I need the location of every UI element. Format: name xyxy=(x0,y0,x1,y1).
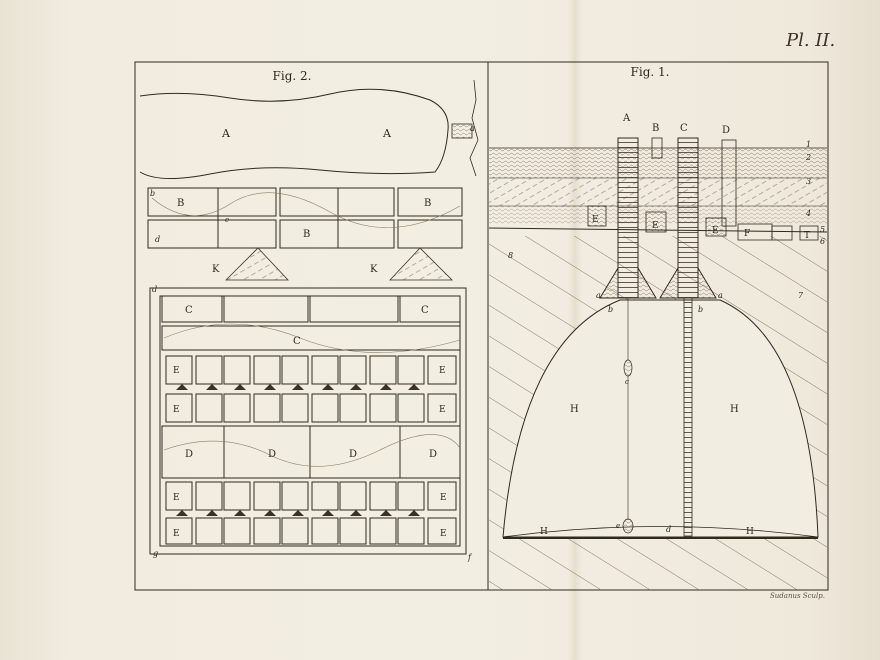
shafts xyxy=(599,137,737,537)
diagram-label: F xyxy=(744,229,750,239)
diagram-label: C xyxy=(680,123,688,134)
diagram-label: b xyxy=(608,305,613,314)
diagram-label: E xyxy=(652,221,659,231)
salt-works-layout xyxy=(149,287,467,555)
diagram-label: E xyxy=(173,405,180,415)
diagram-label: a xyxy=(596,291,601,300)
mine-chamber-h xyxy=(502,299,819,538)
diagram-label: D xyxy=(185,449,193,460)
diagram-label: E xyxy=(173,493,180,503)
diagram-label: a xyxy=(470,124,475,133)
stratum-soil xyxy=(489,148,827,178)
diagram-label: E xyxy=(592,215,599,225)
diagram-label: D xyxy=(429,449,437,460)
diagram-label: B xyxy=(424,198,431,209)
salt-heap-1 xyxy=(225,247,289,281)
diagram-label: K xyxy=(370,264,378,275)
stratum-clay xyxy=(489,178,827,206)
diagram-label: E xyxy=(173,366,180,376)
diagram-label: A xyxy=(382,127,392,140)
diagram-label: c xyxy=(625,378,629,386)
diagram-label: H xyxy=(730,404,739,415)
diagram-label: 3 xyxy=(806,177,811,186)
diagram-label: g xyxy=(153,549,158,558)
diagram-label: H xyxy=(570,404,579,415)
diagram-label: E xyxy=(440,529,447,539)
diagram-label: A xyxy=(221,127,231,140)
fig1-title: Fig. 1. xyxy=(631,65,670,79)
diagram-label: H xyxy=(540,527,548,537)
diagram-label: 4 xyxy=(805,209,811,218)
diagram-label: 8 xyxy=(508,251,513,260)
diagram-label: C xyxy=(293,336,301,347)
gallery xyxy=(587,205,819,241)
engraver-credit: Sudanus Sculp. xyxy=(770,592,825,600)
diagram-label: E xyxy=(439,405,446,415)
diagram-label: b xyxy=(698,305,703,314)
diagram-label: A xyxy=(622,113,631,124)
diagram-label: T xyxy=(804,231,810,241)
sluice-gate xyxy=(451,123,473,139)
pans-b xyxy=(147,187,463,249)
diagram-label: d xyxy=(152,285,157,294)
plate-number: Pl. II. xyxy=(786,30,836,51)
fig2-title: Fig. 2. xyxy=(273,69,312,83)
diagram-label: B xyxy=(177,198,184,209)
small-salt-heaps xyxy=(176,384,420,516)
reservoir-a xyxy=(139,88,449,180)
diagram-label: b xyxy=(150,189,155,198)
diagram-label: B xyxy=(652,123,659,134)
diagram-label: B xyxy=(303,229,310,240)
diagram-label: 1 xyxy=(806,140,811,149)
diagram-label: 5 xyxy=(820,225,825,234)
diagram-label: d xyxy=(666,525,671,534)
diagram-label: f xyxy=(467,553,473,562)
diagram-label: E xyxy=(440,493,447,503)
diagram-label: C xyxy=(185,305,193,316)
diagram-label: 2 xyxy=(805,153,811,162)
diagram-label: e xyxy=(225,216,229,224)
diagram-label: d xyxy=(155,235,160,244)
diagram-label: C xyxy=(421,305,429,316)
diagram-label: E xyxy=(712,226,719,236)
diagram-label: e xyxy=(616,522,620,530)
diagram-label: E xyxy=(439,366,446,376)
diagram-label: D xyxy=(722,125,730,136)
diagram-label: 7 xyxy=(798,291,804,300)
diagram-label: H xyxy=(746,527,754,537)
salt-heap-2 xyxy=(389,247,453,281)
diagram-label: K xyxy=(212,264,220,275)
diagram-label: D xyxy=(349,449,357,460)
diagram-label: D xyxy=(268,449,276,460)
diagram-label: E xyxy=(173,529,180,539)
diagram-label: 6 xyxy=(820,237,825,246)
diagram-label: a xyxy=(718,291,723,300)
